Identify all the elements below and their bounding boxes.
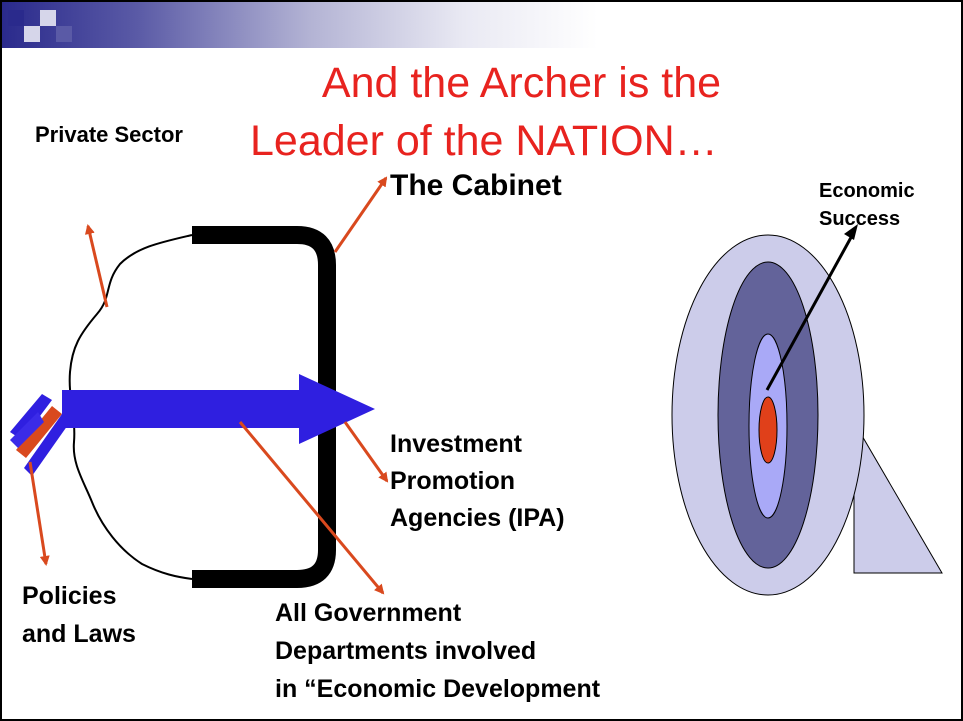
deco-square-1: [8, 10, 24, 26]
label-the-cabinet: The Cabinet: [390, 169, 562, 202]
label-private-sector: Private Sector: [35, 122, 183, 147]
label-policies-2: and Laws: [22, 620, 136, 648]
deco-square-4: [56, 26, 72, 42]
label-government-1: All Government: [275, 599, 462, 627]
title-bar: [2, 2, 961, 48]
label-economic-success-2: Success: [819, 208, 901, 230]
pointer-economic-success: [765, 231, 856, 391]
deco-square-3: [40, 10, 56, 26]
label-ipa-2: Promotion: [390, 467, 515, 495]
pointer-government: [238, 421, 385, 595]
title-line-1: And the Archer is the: [321, 59, 722, 107]
target-stand: [853, 420, 943, 574]
target: [671, 234, 943, 596]
label-government-3: in “Economic Development: [275, 675, 601, 703]
label-government-2: Departments involved: [275, 637, 537, 665]
pointer-ipa: [343, 421, 389, 483]
main-arrow: [62, 374, 375, 444]
label-policies-1: Policies: [22, 582, 117, 610]
deco-square-2: [24, 26, 40, 42]
label-ipa-1: Investment: [390, 430, 522, 458]
bullseye: [758, 396, 778, 464]
pointer-policies: [28, 461, 50, 566]
label-economic-success-1: Economic: [819, 180, 915, 202]
pointer-economic-success-head: [844, 224, 858, 240]
pointer-private-sector: [84, 224, 109, 308]
title-line-2: Leader of the NATION…: [250, 117, 718, 165]
pointer-cabinet: [333, 176, 388, 253]
label-ipa-3: Agencies (IPA): [390, 504, 565, 532]
arrow-feathers: [10, 394, 70, 476]
